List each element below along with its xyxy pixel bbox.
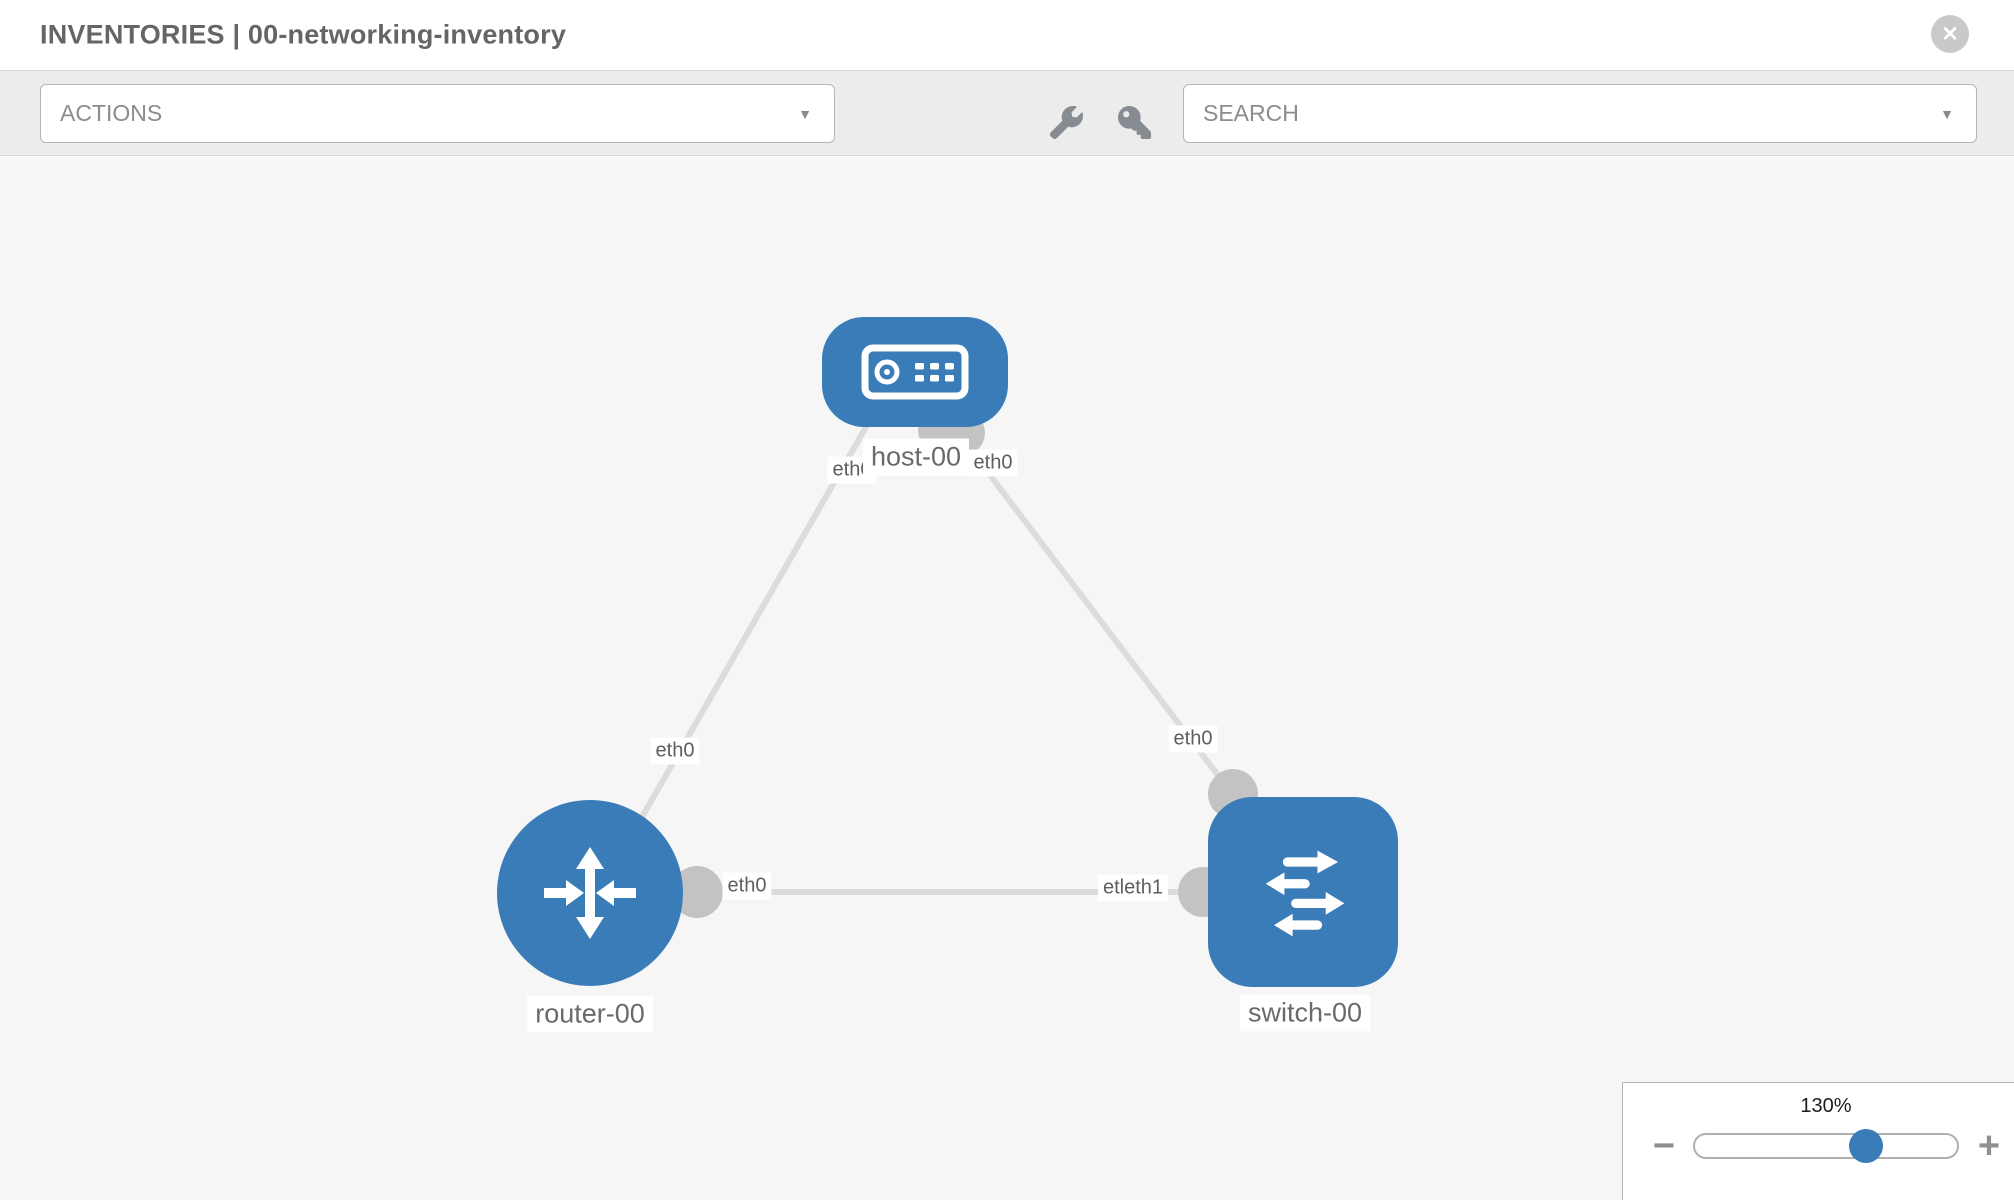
interface-label: eth0	[650, 737, 700, 765]
node-host-00[interactable]	[822, 317, 1008, 427]
zoom-level-label: 130%	[1800, 1095, 1852, 1117]
toolbar: ACTIONS ▼ SEARCH ▼	[0, 70, 2014, 156]
close-button[interactable]: ✕	[1931, 15, 1969, 53]
close-icon: ✕	[1941, 22, 1959, 46]
wrench-icon	[1049, 105, 1083, 139]
page-title: INVENTORIES | 00-networking-inventory	[40, 19, 567, 50]
zoom-slider-thumb[interactable]	[1849, 1129, 1883, 1163]
node-router-00[interactable]	[497, 800, 683, 986]
chevron-down-icon: ▼	[1940, 105, 1954, 122]
router-icon	[544, 847, 636, 939]
interface-label: eth0	[722, 872, 772, 900]
node-label-host: host-00	[862, 438, 970, 476]
minus-icon: −	[1652, 1125, 1676, 1167]
node-switch-00[interactable]	[1208, 797, 1398, 987]
interface-connector	[671, 866, 723, 918]
zoom-widget: 130% − +	[1622, 1082, 2014, 1200]
header: INVENTORIES | 00-networking-inventory ✕	[0, 0, 2014, 70]
host-icon	[861, 344, 969, 400]
topology-links-layer	[600, 408, 1290, 918]
zoom-in-button[interactable]: +	[1972, 1125, 2006, 1167]
topology-canvas[interactable]: eth0 eth0 eth0 eth0 eth0 etleth1 host-00…	[0, 157, 2014, 1200]
key-icon	[1117, 105, 1151, 139]
node-label-router: router-00	[527, 995, 653, 1033]
actions-dropdown[interactable]: ACTIONS ▼	[40, 84, 835, 143]
plus-icon: +	[1977, 1125, 2001, 1167]
credentials-button[interactable]	[1112, 100, 1156, 144]
interface-label: eth0	[1168, 725, 1218, 753]
chevron-down-icon: ▼	[798, 105, 812, 122]
switch-icon	[1265, 850, 1345, 937]
actions-dropdown-label: ACTIONS	[60, 100, 163, 126]
zoom-out-button[interactable]: −	[1647, 1125, 1681, 1167]
node-label-switch: switch-00	[1239, 994, 1371, 1032]
zoom-slider[interactable]	[1693, 1129, 1959, 1163]
search-dropdown[interactable]: SEARCH ▼	[1183, 84, 1977, 143]
configure-button[interactable]	[1044, 100, 1088, 144]
interface-label: etleth1	[1097, 874, 1169, 902]
search-dropdown-label: SEARCH	[1203, 100, 1299, 126]
interface-label: eth0	[968, 449, 1018, 477]
